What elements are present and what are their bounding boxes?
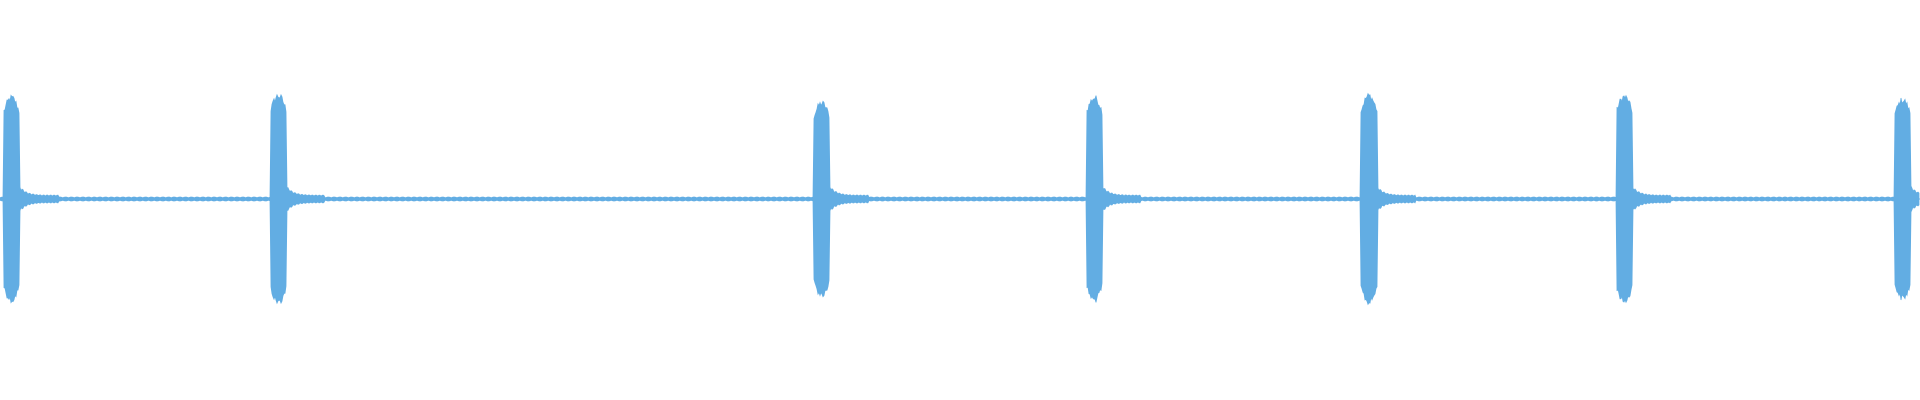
waveform-group [0, 92, 1920, 306]
